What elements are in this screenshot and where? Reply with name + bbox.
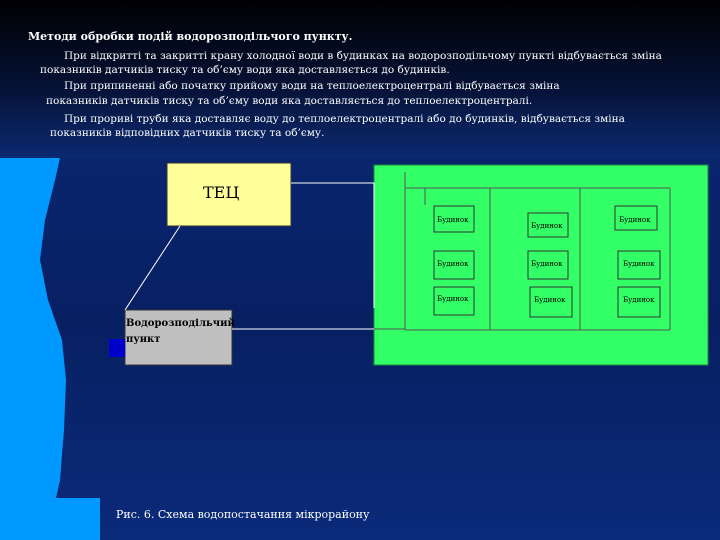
water-station-label-2: пункт xyxy=(126,334,160,345)
water-station-box xyxy=(124,309,233,366)
building-label: Будинок xyxy=(531,222,563,230)
river-lower xyxy=(0,498,100,540)
river xyxy=(0,158,66,498)
building-r2c2: Будинок xyxy=(527,250,569,280)
paragraph-1b: показників датчиків тиску та об’єму води… xyxy=(40,64,450,76)
building-label: Будинок xyxy=(619,216,651,224)
building-label: Будинок xyxy=(437,260,469,268)
tec-box xyxy=(166,162,292,227)
building-label: Будинок xyxy=(531,260,563,268)
building-label: Будинок xyxy=(437,216,469,224)
paragraph-3b: показників відповідних датчиків тиску та… xyxy=(50,127,325,139)
header-panel: Методи обробки подій водорозподільчого п… xyxy=(0,0,720,158)
building-label: Будинок xyxy=(623,260,655,268)
district-pipes xyxy=(374,172,671,331)
building-r3c1: Будинок xyxy=(433,286,475,316)
building-r1c3: Будинок xyxy=(614,205,658,231)
building-r2c3: Будинок xyxy=(617,250,661,280)
building-label: Будинок xyxy=(534,296,566,304)
figure-caption: Рис. 6. Схема водопостачання мікрорайону xyxy=(116,508,370,521)
buildings: Будинок Будинок Будинок Будинок Будинок … xyxy=(433,205,661,318)
paragraph-2b: показників датчиків тиску та об’єму води… xyxy=(46,95,533,107)
slide-title: Методи обробки подій водорозподільчого п… xyxy=(28,30,353,43)
pipeline-lines xyxy=(124,182,375,330)
tec-label: ТЕЦ xyxy=(203,183,239,202)
pump-icon xyxy=(109,339,125,357)
building-label: Будинок xyxy=(623,296,655,304)
water-station-label-1: Водорозподільчий xyxy=(126,318,236,329)
building-r2c1: Будинок xyxy=(433,250,475,280)
paragraph-3a: При прориві труби яка доставляє воду до … xyxy=(64,113,625,125)
building-r3c2: Будинок xyxy=(529,286,573,318)
building-r1c2: Будинок xyxy=(527,212,569,238)
building-label: Будинок xyxy=(437,295,469,303)
building-r3c3: Будинок xyxy=(617,286,661,318)
pipe-tec-district xyxy=(291,182,375,308)
paragraph-2a: При припиненні або початку прийому води … xyxy=(64,80,560,92)
pipe-station-tec xyxy=(124,225,181,311)
building-r1c1: Будинок xyxy=(433,205,475,233)
paragraph-1a: При відкритті та закритті крану холодної… xyxy=(64,50,662,62)
